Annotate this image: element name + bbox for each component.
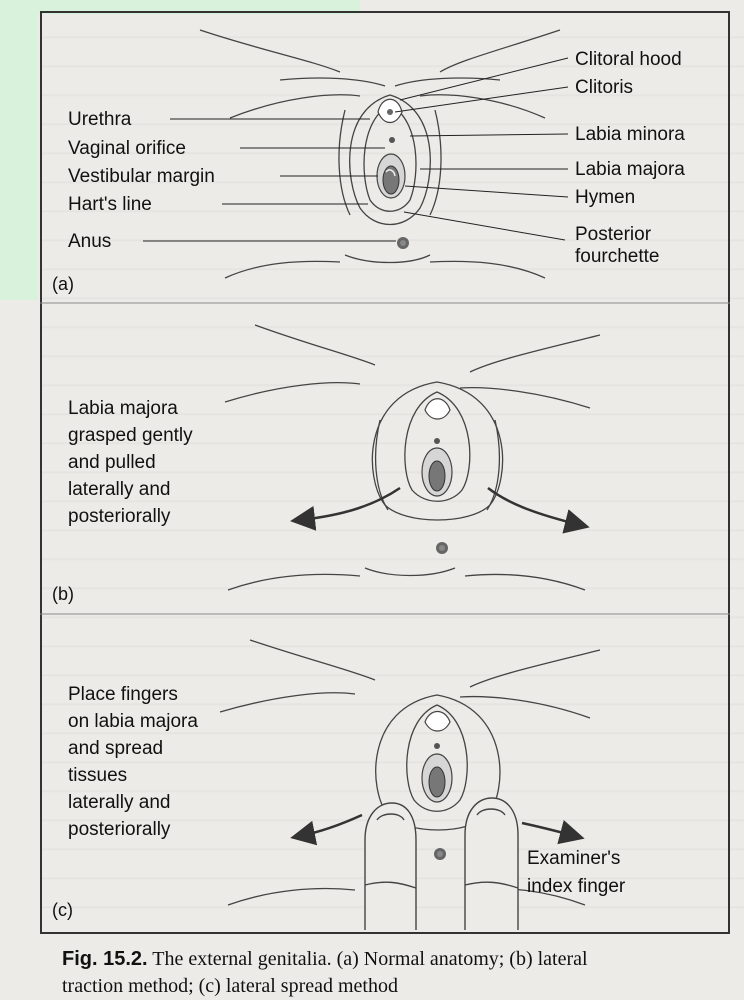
label-fourchette: fourchette [575, 246, 660, 267]
label-urethra: Urethra [68, 109, 132, 130]
caption-line-2: traction method; (c) lateral spread meth… [62, 973, 742, 1000]
label-examiners: Examiner's [527, 848, 620, 869]
panel-a-leader-lines [143, 58, 568, 241]
note-b-line-2: grasped gently [68, 425, 193, 446]
note-b-line-5: posteriorally [68, 506, 171, 527]
label-labia-majora: Labia majora [575, 159, 685, 180]
panel-c-structures [422, 712, 452, 861]
label-posterior: Posterior [575, 224, 652, 245]
label-clitoris: Clitoris [575, 77, 633, 98]
panel-c-labels: Place fingers on labia majora and spread… [52, 684, 626, 920]
label-vaginal-orifice: Vaginal orifice [68, 138, 186, 159]
note-c-line-6: posteriorally [68, 819, 171, 840]
label-harts-line: Hart's line [68, 194, 152, 215]
label-vestibular-margin: Vestibular margin [68, 166, 215, 187]
label-hymen: Hymen [575, 187, 635, 208]
label-index-finger: index finger [527, 876, 626, 897]
note-c-line-5: laterally and [68, 792, 170, 813]
panel-label-c: (c) [52, 900, 73, 920]
figure-caption: Fig. 15.2. The external genitalia. (a) N… [62, 946, 742, 1000]
panel-b-structures [422, 399, 452, 554]
panel-b-labels: Labia majora grasped gently and pulled l… [52, 398, 193, 604]
caption-figure-number: Fig. 15.2. [62, 948, 148, 970]
caption-text-1: The external genitalia. (a) Normal anato… [148, 948, 588, 970]
panel-a-labels: Urethra Vaginal orifice Vestibular margi… [52, 49, 685, 294]
panel-label-b: (b) [52, 584, 74, 604]
panel-c-arrows [300, 815, 575, 836]
note-b-line-3: and pulled [68, 452, 156, 473]
note-b-line-4: laterally and [68, 479, 170, 500]
panel-b-drawing [225, 325, 600, 590]
label-labia-minora: Labia minora [575, 124, 685, 145]
note-c-line-3: and spread [68, 738, 163, 759]
note-c-line-4: tissues [68, 765, 127, 786]
panel-a-structures [377, 99, 409, 249]
caption-line-1: Fig. 15.2. The external genitalia. (a) N… [62, 946, 742, 973]
panel-label-a: (a) [52, 274, 74, 294]
examiner-fingers [365, 798, 518, 930]
note-c-line-2: on labia majora [68, 711, 198, 732]
label-clitoral-hood: Clitoral hood [575, 49, 682, 70]
note-c-line-1: Place fingers [68, 684, 178, 705]
label-anus: Anus [68, 231, 111, 252]
note-b-line-1: Labia majora [68, 398, 178, 419]
anatomy-diagram: Urethra Vaginal orifice Vestibular margi… [0, 0, 744, 940]
